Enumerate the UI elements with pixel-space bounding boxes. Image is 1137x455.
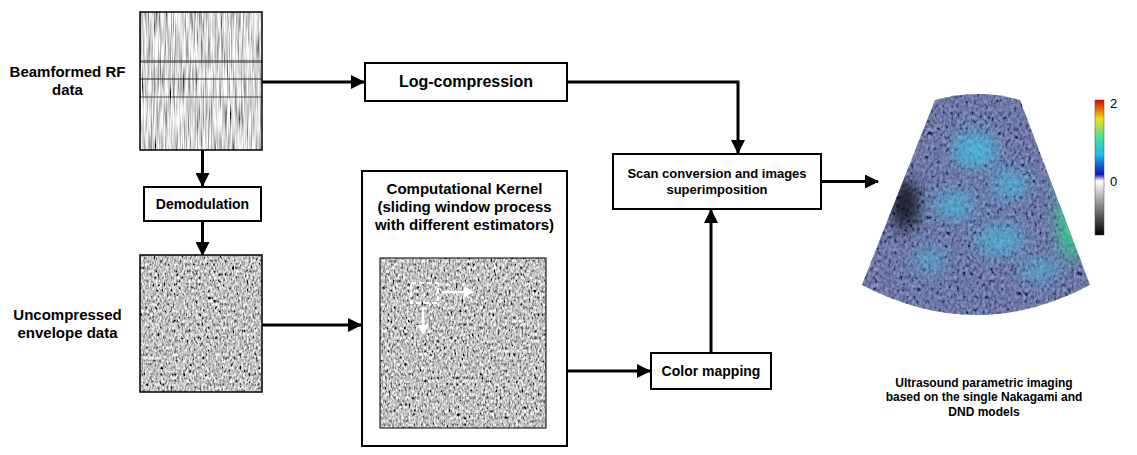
output-image-node: Ultrasound parametric imaging based on t… xyxy=(878,95,1090,419)
parametric-image xyxy=(855,85,1095,350)
flow-arrow xyxy=(201,150,204,186)
flow-arrow xyxy=(262,81,364,84)
flow-arrow xyxy=(822,180,878,183)
box-label: Log-compression xyxy=(399,72,533,91)
process-box: Log-compression xyxy=(364,62,568,102)
flow-arrow xyxy=(262,324,361,327)
box-label: Color mapping xyxy=(662,363,761,380)
flow-arrow xyxy=(568,370,650,373)
box-label: Demodulation xyxy=(156,196,249,213)
box-label: Scan conversion and images superimpositi… xyxy=(620,166,814,197)
flow-arrow xyxy=(710,210,713,352)
data-heading: Beamformed RF data xyxy=(5,63,130,99)
envelope-data-node: Uncompressed envelope data xyxy=(5,255,262,392)
colorbar-tick: 0 xyxy=(1110,175,1117,188)
image-caption: Ultrasound parametric imaging based on t… xyxy=(884,376,1084,419)
flow-arrow xyxy=(201,222,204,255)
process-box: Color mapping xyxy=(650,352,772,390)
data-heading: Uncompressed envelope data xyxy=(5,306,130,342)
process-box: Demodulation xyxy=(143,186,262,222)
rf-data-image xyxy=(140,12,262,150)
sliding-window-image xyxy=(380,258,546,428)
process-box: Scan conversion and images superimpositi… xyxy=(612,153,822,210)
box-label: Computational Kernel (sliding window pro… xyxy=(371,180,558,234)
colorbar-tick: 2 xyxy=(1110,97,1117,110)
color-bar xyxy=(1095,100,1104,235)
flow-arrow xyxy=(568,82,738,153)
kernel-box: Computational Kernel (sliding window pro… xyxy=(361,170,568,447)
envelope-image xyxy=(140,255,262,392)
rf-data-node: Beamformed RF data xyxy=(5,12,262,150)
